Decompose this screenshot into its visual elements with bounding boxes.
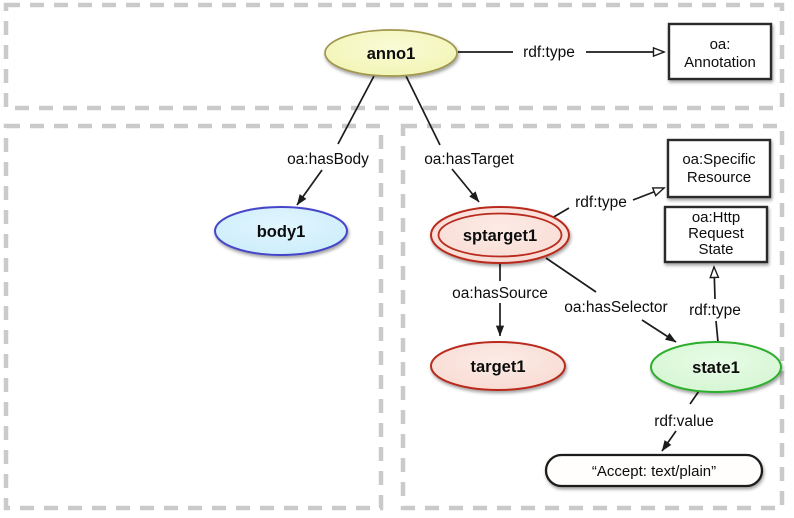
class-box-specific-resource-line1: oa:Specific <box>682 151 756 168</box>
edge-hasbody-arrow <box>296 169 323 206</box>
edge-hasselector-arrow <box>641 319 677 343</box>
literal-node <box>544 453 764 488</box>
edge-hasbody-segment <box>337 75 375 145</box>
body-layer-region <box>3 123 384 511</box>
class-box-http-request-state-line1: oa:Http <box>692 209 740 226</box>
edge-sptarget-rdftype-segment <box>551 207 570 219</box>
node-target1 <box>430 341 566 391</box>
node-body1-label: body1 <box>257 223 306 241</box>
edge-hastarget-arrow <box>451 168 480 203</box>
class-box-annotation <box>667 22 773 81</box>
target-layer-region <box>400 123 785 511</box>
node-body1 <box>214 206 348 256</box>
edge-rdfvalue-segment <box>689 390 700 405</box>
node-anno1-label: anno1 <box>367 45 416 63</box>
node-state1-label: state1 <box>692 359 740 377</box>
node-anno1 <box>324 29 458 77</box>
edge-label-rdfvalue: rdf:value <box>654 413 713 430</box>
edge-label-rdftype-anno: rdf:type <box>523 44 575 61</box>
edge-rdfvalue-arrow <box>661 430 677 452</box>
edge-label-hastarget: oa:hasTarget <box>424 151 514 168</box>
edge-label-hasselector: oa:hasSelector <box>564 299 667 316</box>
edge-labels: rdf:type oa:hasBody oa:hasTarget rdf:typ… <box>287 44 741 430</box>
class-box-annotation-line1: oa: <box>710 36 731 53</box>
class-box-specific-resource <box>666 138 772 199</box>
node-sptarget1 <box>430 206 570 264</box>
annotation-layer-region <box>3 2 785 111</box>
class-box-http-request-state-line2: Request <box>688 225 745 242</box>
edge-hasselector-segment <box>545 257 597 293</box>
edge-label-rdftype-state: rdf:type <box>689 302 741 319</box>
node-sptarget1-inner-ring <box>437 212 563 258</box>
class-box-http-request-state <box>663 205 769 264</box>
class-box-specific-resource-line2: Resource <box>687 169 751 186</box>
edge-label-hassource: oa:hasSource <box>452 285 548 302</box>
node-state1 <box>650 341 782 393</box>
edge-state-rdftype-segment <box>715 320 719 343</box>
edges <box>296 52 719 452</box>
edge-label-hasbody: oa:hasBody <box>287 151 369 168</box>
edge-label-rdftype-sptarget: rdf:type <box>575 194 627 211</box>
edge-hastarget-segment <box>405 75 441 146</box>
nodes: anno1 oa: Annotation body1 sptarget1 oa:… <box>214 22 782 488</box>
node-sptarget1-label: sptarget1 <box>463 227 537 245</box>
class-box-http-request-state-line3: State <box>698 241 733 258</box>
edge-sptarget-rdftype-arrow <box>632 187 664 201</box>
class-box-annotation-line2: Annotation <box>684 54 756 71</box>
edge-state-rdftype-arrow <box>714 267 715 300</box>
literal-node-label: “Accept: text/plain” <box>592 463 716 480</box>
node-target1-label: target1 <box>470 358 525 376</box>
